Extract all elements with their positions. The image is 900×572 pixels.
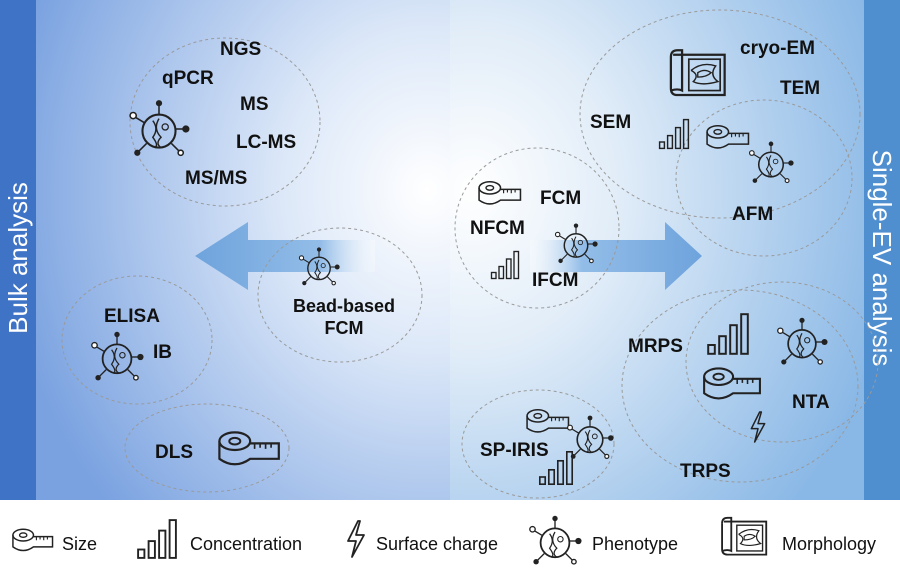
legend-background [0, 500, 900, 572]
group-circle-omics [129, 37, 321, 207]
arrow-to-bulk [195, 222, 375, 290]
group-circle-dls [124, 403, 290, 493]
left-side-bar [0, 0, 36, 500]
group-circle-mrps-trps [621, 289, 859, 483]
label-sem: SEM [590, 112, 631, 133]
label-ms: MS [240, 94, 269, 115]
group-circle-bead-fcm [257, 227, 423, 363]
legend-phenotype-label: Phenotype [592, 534, 678, 554]
group-circle-afm [675, 99, 853, 257]
right-side-bar [864, 0, 900, 500]
legend-morphology-label: Morphology [782, 534, 876, 554]
label-bead-fcm: FCM [325, 318, 364, 338]
single-ev-analysis-label: Single-EV analysis [867, 150, 897, 367]
legend-surface-charge-label: Surface charge [376, 534, 498, 554]
label-ms-ms: MS/MS [185, 168, 247, 189]
arrow-to-single-ev [530, 222, 702, 290]
label-afm: AFM [732, 204, 773, 225]
label-lc-ms: LC-MS [236, 132, 296, 153]
label-ifcm: IFCM [532, 270, 578, 291]
label-cryo-em: cryo-EM [740, 38, 815, 59]
label-nfcm: NFCM [470, 218, 525, 239]
label-trps: TRPS [680, 461, 731, 482]
label-fcm: FCM [540, 188, 581, 209]
bulk-analysis-label: Bulk analysis [3, 182, 33, 334]
group-circle-spiris [461, 389, 615, 499]
group-circle-fcm [454, 147, 620, 309]
label-tem: TEM [780, 78, 820, 99]
label-dls: DLS [155, 442, 193, 463]
legend-concentration-label: Concentration [190, 534, 302, 554]
label-sp-iris: SP-IRIS [480, 440, 549, 461]
legend: Size Concentration Surface charge Phenot… [12, 514, 876, 566]
label-ngs: NGS [220, 39, 261, 60]
group-circle-nta [685, 281, 879, 443]
label-mrps: MRPS [628, 336, 683, 357]
label-nta: NTA [792, 392, 830, 413]
label-bead-based: Bead-based [293, 296, 395, 316]
group-circle-elisa-ib [61, 275, 213, 405]
label-ib: IB [153, 342, 172, 363]
group-circle-electron-microscopy [579, 9, 861, 219]
label-elisa: ELISA [104, 306, 160, 327]
label-qpcr: qPCR [162, 68, 214, 89]
legend-size-label: Size [62, 534, 97, 554]
